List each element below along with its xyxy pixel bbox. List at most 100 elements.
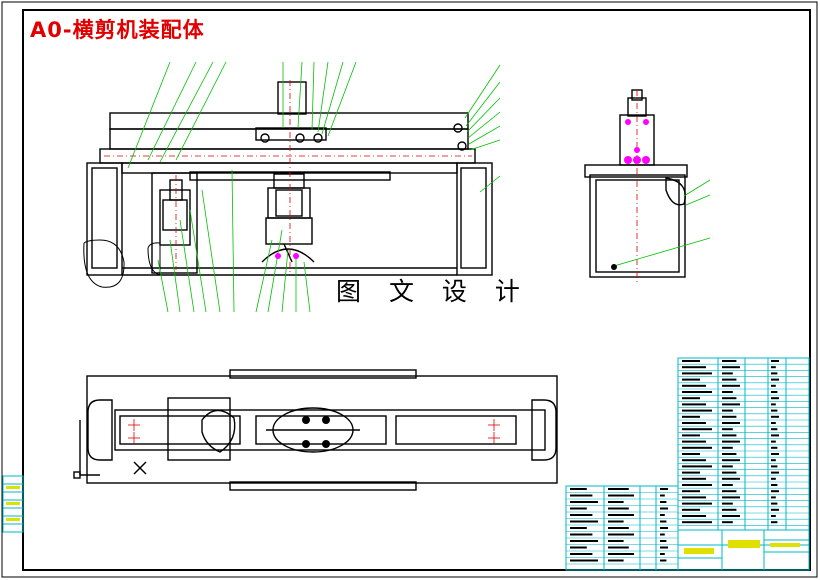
table-cell-mark: [771, 384, 776, 387]
table-cell-mark: [722, 471, 737, 474]
table-cell-mark: [660, 559, 667, 562]
table-cell-mark: [570, 501, 598, 503]
table-cell-mark: [608, 501, 624, 503]
table-cell-mark: [660, 540, 667, 542]
table-cell-mark: [771, 422, 776, 424]
table-cell-mark: [722, 434, 737, 437]
table-cell-mark: [722, 496, 740, 499]
table-cell-mark: [682, 515, 706, 517]
table-cell-mark: [608, 507, 629, 510]
table-cell-mark: [771, 477, 776, 480]
table-cell-mark: [570, 488, 587, 490]
side-drain-dot: [611, 264, 617, 270]
table-cell-mark: [570, 546, 587, 549]
table-cell-mark: [682, 502, 712, 505]
table-cell-mark: [660, 527, 668, 529]
table-cell-mark: [682, 440, 706, 443]
table-cell-mark: [722, 391, 733, 393]
table-cell-mark: [682, 422, 706, 424]
table-cell-mark: [722, 409, 733, 412]
table-cell-mark: [771, 409, 778, 412]
table-cell-mark: [771, 372, 778, 375]
table-cell-mark: [682, 521, 712, 524]
table-cell-mark: [771, 453, 779, 455]
front-view: [83, 81, 493, 288]
table-cell-mark: [570, 533, 593, 536]
table-cell-mark: [682, 397, 700, 400]
table-cell-mark: [608, 527, 629, 529]
table-cell-mark: [722, 384, 740, 387]
table-cell-mark: [608, 559, 624, 562]
table-cell-mark: [722, 477, 740, 480]
table-cell-mark: [771, 515, 776, 517]
table-cell-mark: [682, 391, 712, 393]
table-cell-mark: [722, 502, 733, 505]
table-cell-mark: [682, 384, 706, 387]
table-cell-mark: [660, 507, 668, 510]
title-block-scale-fill: [770, 543, 800, 547]
table-cell-mark: [771, 471, 779, 474]
table-cell-mark: [771, 465, 778, 468]
table-cell-mark: [570, 494, 593, 497]
table-cell-mark: [660, 501, 667, 503]
table-cell-mark: [771, 484, 778, 486]
table-cell-mark: [722, 403, 740, 406]
table-cell-mark: [722, 508, 737, 511]
table-cell-mark: [771, 428, 778, 431]
table-cell-mark: [722, 465, 733, 468]
table-cell-mark: [771, 378, 779, 381]
table-cell-mark: [660, 546, 668, 549]
table-cell-mark: [722, 372, 733, 375]
side-leaders: [613, 179, 711, 267]
table-cell-mark: [682, 508, 700, 511]
table-cell-mark: [660, 520, 667, 523]
table-cell-mark: [722, 415, 737, 418]
table-cell-mark: [771, 508, 779, 511]
table-cell-mark: [722, 490, 737, 493]
table-cell-mark: [660, 533, 665, 536]
parts-list-text: [682, 360, 779, 524]
table-cell-mark: [608, 546, 629, 549]
table-cell-mark: [608, 488, 629, 490]
parts-list-secondary: [565, 485, 679, 571]
table-cell-mark: [682, 403, 706, 406]
title-block-name-fill: [728, 540, 760, 548]
table-cell-mark: [570, 540, 598, 542]
table-cell-mark: [771, 360, 779, 362]
table-cell-mark: [682, 409, 712, 412]
table-cell-mark: [682, 471, 700, 474]
table-cell-mark: [722, 378, 737, 381]
table-cell-mark: [722, 459, 740, 462]
table-cell-mark: [682, 484, 712, 486]
table-cell-mark: [771, 446, 778, 449]
top-bolts: [302, 416, 330, 448]
table-cell-mark: [682, 366, 706, 369]
table-cell-mark: [682, 446, 712, 449]
front-leaders: [127, 61, 501, 313]
table-cell-mark: [682, 490, 700, 493]
table-cell-mark: [771, 415, 779, 418]
table-cell-mark: [608, 540, 624, 542]
table-cell-mark: [682, 453, 700, 455]
table-cell-mark: [682, 360, 700, 362]
table-cell-mark: [682, 496, 706, 499]
table-cell-mark: [722, 453, 737, 455]
table-cell-mark: [722, 397, 737, 400]
table-cell-mark: [722, 366, 740, 369]
table-cell-mark: [570, 507, 587, 510]
revision-block: [2, 475, 24, 533]
table-cell-mark: [660, 494, 665, 497]
table-cell-mark: [570, 520, 598, 523]
table-cell-mark: [682, 378, 700, 381]
table-cell-mark: [682, 372, 712, 375]
parts-list-secondary-rows: [566, 492, 678, 565]
table-cell-mark: [722, 440, 740, 443]
table-cell-mark: [771, 521, 778, 524]
table-cell-mark: [682, 477, 706, 480]
front-fasteners: [275, 253, 299, 259]
watermark-text: 图 文 设 计: [336, 277, 530, 306]
inner-border: [22, 9, 811, 571]
table-cell-mark: [682, 428, 712, 431]
